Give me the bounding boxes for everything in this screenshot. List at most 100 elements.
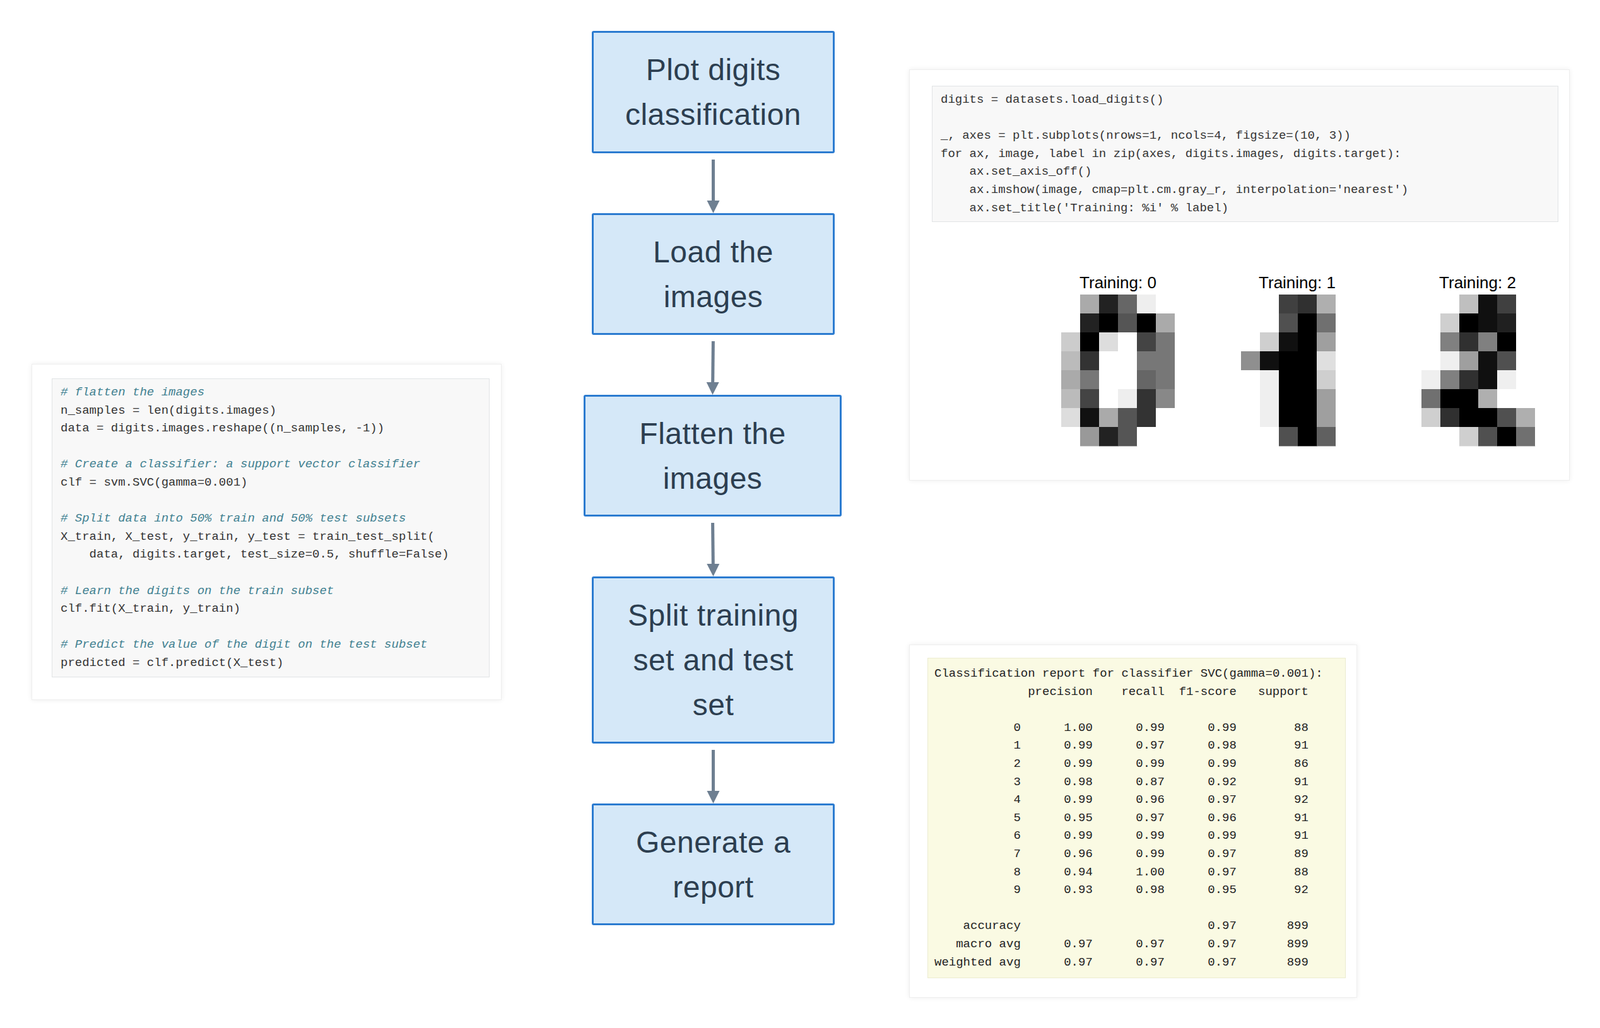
table-cell: 0.96 — [1063, 845, 1093, 864]
box-text-wrap: Plot digits classification — [615, 47, 812, 137]
digit-image — [1042, 294, 1195, 447]
table-cell: 0.99 — [1135, 845, 1165, 864]
pixel — [1335, 351, 1356, 371]
table-cell: 6 — [1013, 827, 1021, 846]
pixel — [1297, 294, 1318, 315]
table-cell: 91 — [1294, 809, 1309, 828]
pixel — [1136, 389, 1157, 409]
pixel — [1440, 408, 1460, 428]
pixel — [1497, 408, 1517, 428]
pixel — [1335, 408, 1356, 428]
box-text-wrap: Split training set and test set — [615, 593, 812, 728]
table-cell: 0.97 — [1135, 736, 1165, 756]
flow-arrow — [706, 341, 720, 395]
code-line: data = digits.images.reshape((n_samples,… — [60, 419, 481, 438]
pixel — [1440, 427, 1460, 447]
arrow-shaft — [711, 750, 715, 793]
table-cell: 92 — [1294, 791, 1309, 810]
arrow-shaft — [711, 523, 715, 566]
pixel — [1297, 408, 1318, 428]
pixel — [1061, 427, 1081, 447]
table-cell: 0.99 — [1207, 755, 1237, 774]
process-box: Flatten the images — [583, 394, 842, 517]
pixel — [1440, 313, 1460, 334]
blank-line — [60, 618, 481, 637]
pixel — [1278, 370, 1299, 390]
pixel — [1354, 351, 1375, 371]
pixel — [1117, 332, 1138, 353]
pixel — [1535, 370, 1555, 390]
pixel — [1402, 389, 1423, 409]
pixel — [1061, 370, 1081, 390]
table-cell: 91 — [1294, 827, 1309, 846]
pixel — [1080, 332, 1100, 353]
pixel — [1354, 313, 1375, 334]
table-cell: 9 — [1013, 881, 1021, 900]
pixel — [1421, 351, 1442, 371]
pixel — [1440, 351, 1460, 371]
pixel — [1117, 408, 1138, 428]
blank-line — [60, 564, 481, 583]
pixel — [1459, 389, 1479, 409]
pixel — [1516, 370, 1536, 390]
pixel — [1421, 389, 1442, 409]
table-cell: 0.99 — [1135, 719, 1165, 738]
subplot-title: Training: 2 — [1439, 273, 1517, 293]
process-box: Generate a report — [591, 803, 835, 926]
pixel — [1155, 427, 1176, 447]
pixel — [1421, 332, 1442, 353]
code-line: _, axes = plt.subplots(nrows=1, ncols=4,… — [940, 126, 1550, 146]
pixel — [1136, 313, 1157, 334]
table-cell: 88 — [1294, 863, 1309, 883]
table-cell: 0.99 — [1135, 827, 1165, 846]
pixel — [1155, 313, 1176, 334]
pixel — [1099, 370, 1119, 390]
flow-arrow — [706, 523, 720, 577]
code-line: for ax, image, label in zip(axes, digits… — [940, 145, 1550, 164]
pixel — [1136, 370, 1157, 390]
pixel — [1278, 408, 1299, 428]
pixel — [1278, 427, 1299, 447]
pixel — [1516, 427, 1536, 447]
pixel — [1117, 351, 1138, 371]
table-cell: 0.96 — [1135, 791, 1165, 810]
pixel — [1259, 313, 1280, 334]
table-cell: 0.97 — [1207, 863, 1237, 883]
pixel — [1440, 294, 1460, 315]
box-label: Flatten the images — [615, 411, 811, 501]
pixel — [1335, 427, 1356, 447]
pixel — [1402, 332, 1423, 353]
pixel — [1061, 351, 1081, 371]
table-cell: 0.97 — [1135, 935, 1165, 954]
pixel — [1155, 294, 1176, 315]
digit-image — [1222, 294, 1375, 447]
code-line: # Learn the digits on the train subset — [60, 582, 481, 601]
table-cell: 0.97 — [1063, 935, 1093, 954]
pixel — [1259, 332, 1280, 353]
code-block: digits = datasets.load_digits()_, axes =… — [931, 85, 1559, 223]
pixel — [1155, 370, 1176, 390]
pixel — [1080, 408, 1100, 428]
pixel — [1259, 427, 1280, 447]
pixel — [1241, 351, 1261, 371]
pixel — [1222, 389, 1242, 409]
process-box: Plot digits classification — [591, 30, 835, 154]
code-line: # Split data into 50% train and 50% test… — [60, 509, 481, 529]
pixel — [1297, 370, 1318, 390]
flow-arrow — [707, 750, 720, 804]
table-cell: accuracy — [963, 917, 1021, 936]
pixel — [1241, 408, 1261, 428]
pixel — [1402, 370, 1423, 390]
table-cell: 0.99 — [1063, 827, 1093, 846]
table-cell: 1.00 — [1135, 863, 1165, 883]
pixel — [1042, 427, 1062, 447]
pixel — [1222, 332, 1242, 353]
pixel — [1316, 408, 1337, 428]
pixel — [1421, 313, 1442, 334]
pixel — [1535, 389, 1555, 409]
pixel — [1174, 389, 1195, 409]
blank-line — [940, 109, 1550, 128]
pixel — [1421, 370, 1442, 390]
pixel — [1459, 313, 1479, 334]
pixel — [1297, 427, 1318, 447]
